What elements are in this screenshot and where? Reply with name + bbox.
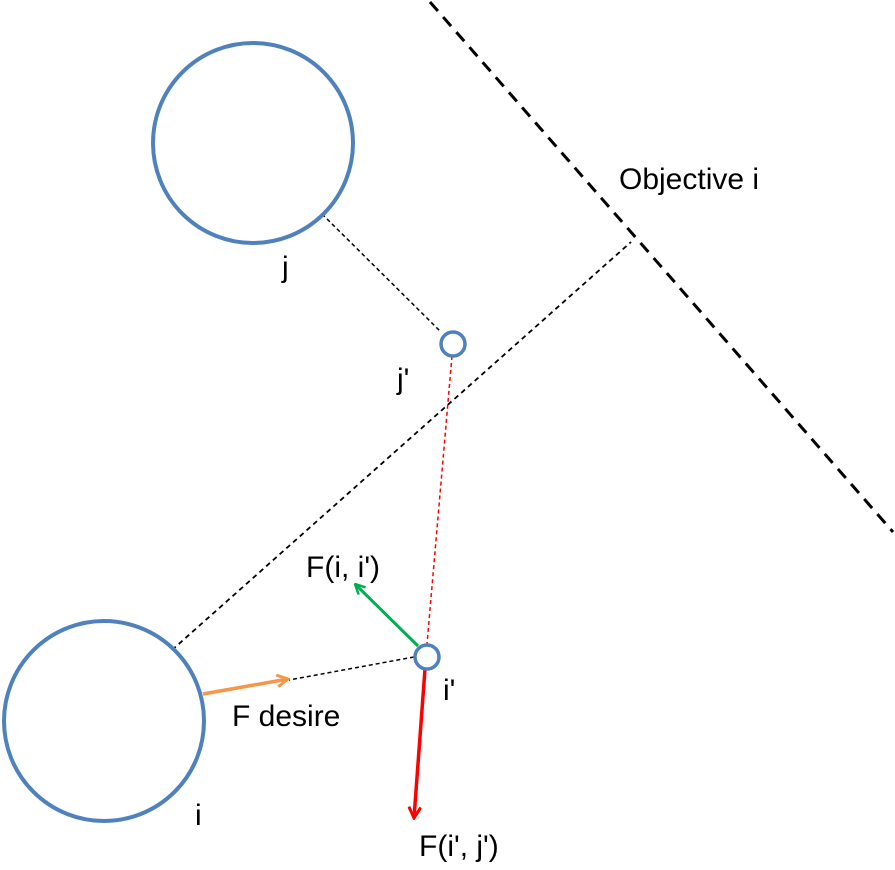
label-f-i-iprime: F(i, i') [306,551,380,584]
label-f-desire: F desire [232,700,340,733]
label-j-prime: j' [396,363,409,396]
jprime-to-iprime-line [426,355,453,645]
label-i: i [195,799,202,832]
circle-j [151,41,355,245]
arrow-f-iprime-jprime [414,668,427,818]
circle-j-prime [439,330,467,358]
label-j: j [281,251,289,284]
arrow-f-i-iprime [355,584,420,648]
label-objective: Objective i [619,163,759,196]
arrow-f-desire [202,679,288,696]
circle-i-prime [413,643,441,671]
i-to-objective-line [171,241,632,651]
label-i-prime: i' [443,674,455,707]
iprime-desire-line [288,656,415,681]
j-to-jprime-line [321,213,442,333]
label-f-iprime-jprime: F(i', j') [419,830,499,863]
circle-i [2,619,206,823]
objective-boundary-line [428,1,895,533]
